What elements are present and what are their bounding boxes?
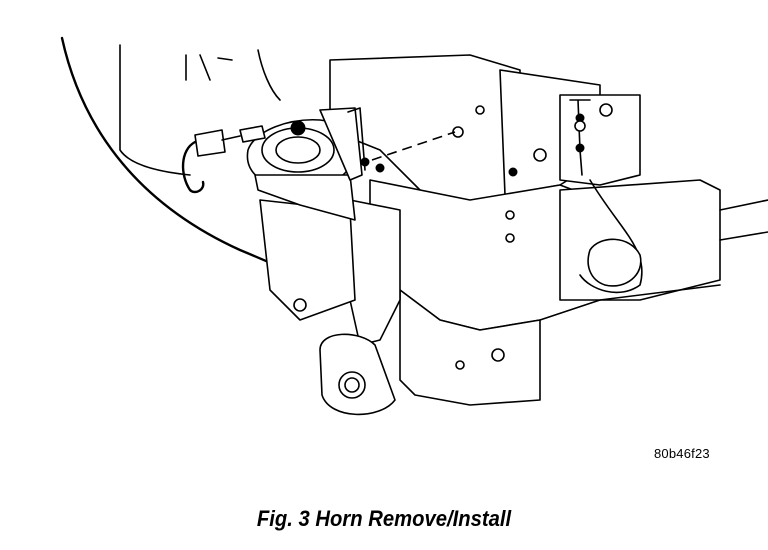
frame-bracket <box>259 54 768 416</box>
figure-reference-code: 80b46f23 <box>654 446 710 461</box>
figure-caption: Fig. 3 Horn Remove/Install <box>256 506 512 531</box>
wiring-harness <box>569 99 591 176</box>
fastener-holes <box>293 103 613 370</box>
horn-assembly <box>181 107 456 221</box>
